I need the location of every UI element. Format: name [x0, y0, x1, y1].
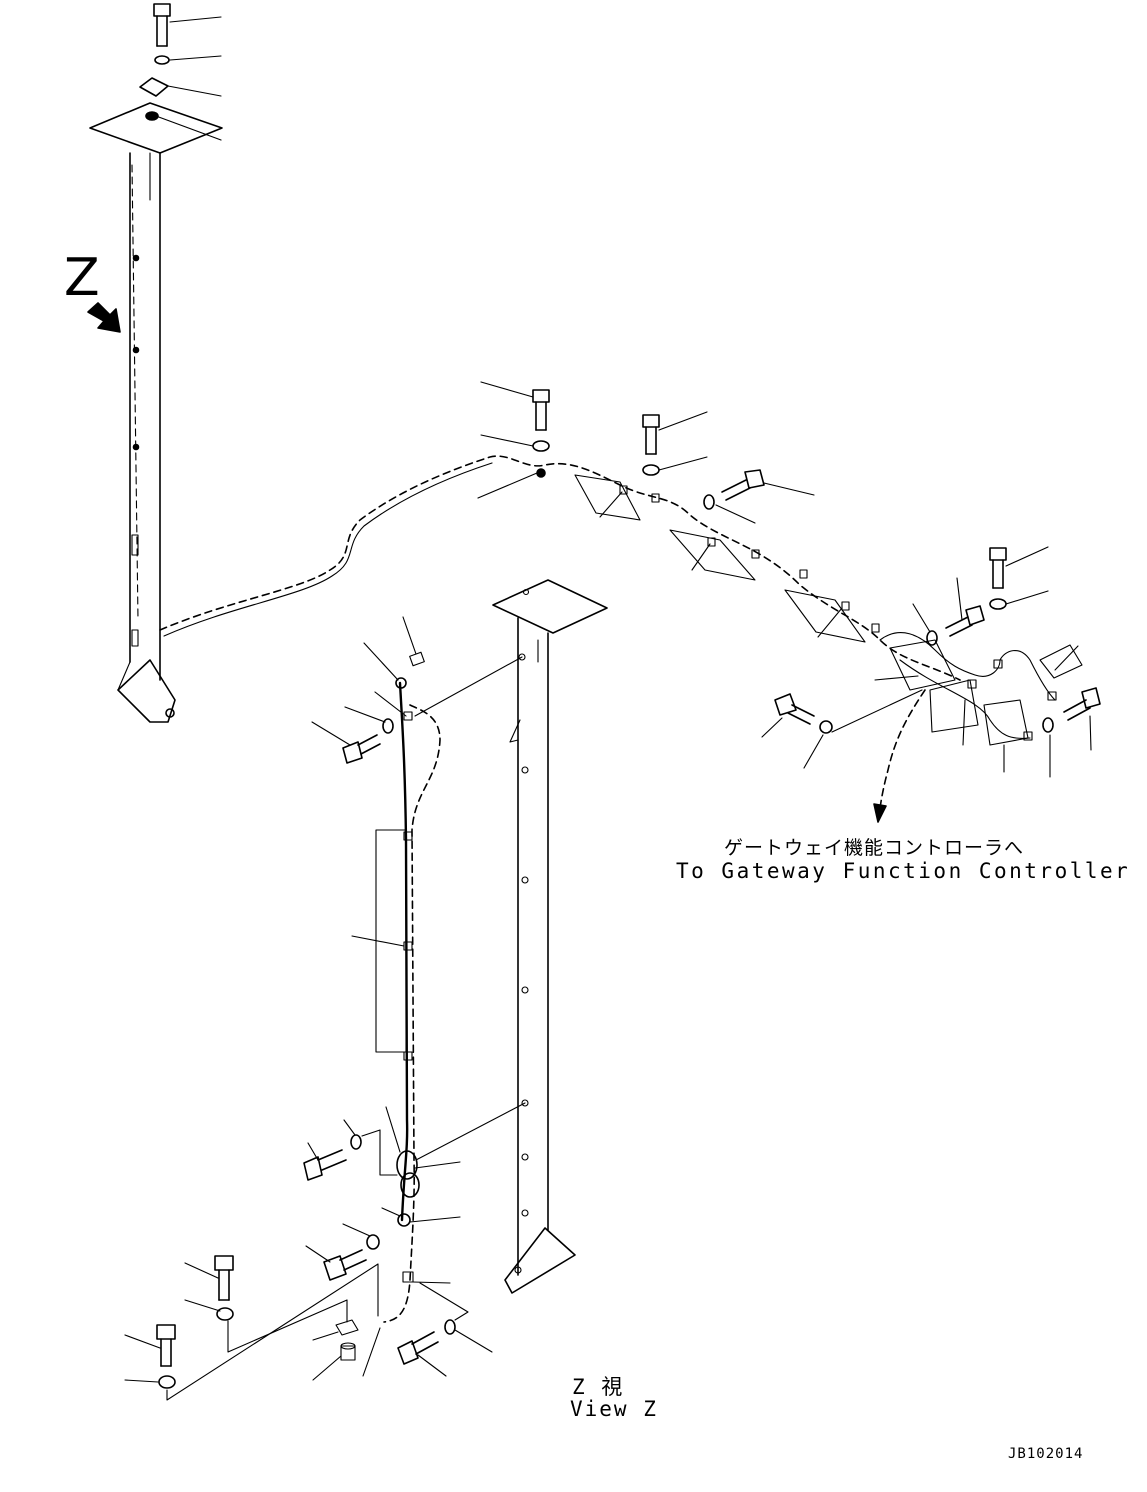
left-pillar-base: [117, 659, 176, 723]
clip-icon: [139, 77, 169, 97]
washer-icon: [989, 598, 1007, 610]
washer-icon: [366, 1234, 380, 1250]
bolt-icon: [156, 1324, 176, 1367]
bolt-icon: [342, 734, 381, 764]
destination-label-japanese: ゲートウェイ機能コントローラへ: [724, 837, 1025, 859]
view-z-marker: Z: [64, 248, 100, 308]
bolt-icon: [214, 1255, 234, 1301]
bolt-icon: [774, 693, 815, 725]
bolt-icon: [642, 414, 660, 455]
pillar-icon: [414, 579, 608, 1294]
bolt-icon: [397, 1331, 439, 1365]
washer-icon: [158, 1375, 176, 1389]
washer-icon: [642, 464, 660, 476]
washer-icon: [154, 55, 170, 65]
washer-icon: [444, 1319, 456, 1335]
washer-icon: [1042, 717, 1054, 733]
left-pillar: [89, 102, 223, 723]
left-pillar-top-plate: [89, 102, 223, 154]
clip-icon: [784, 589, 866, 643]
washer-icon: [819, 720, 833, 734]
washer-icon: [382, 718, 394, 734]
destination-label-english: To Gateway Function Controller: [676, 859, 1131, 883]
clip-icon: [574, 474, 641, 521]
washer-icon: [350, 1134, 362, 1150]
washer-icon: [216, 1307, 234, 1321]
harness-icon: [375, 651, 441, 1323]
drawing-code: JB102014: [1008, 1446, 1084, 1462]
bolt-icon: [303, 1149, 347, 1181]
bolt-icon: [153, 3, 171, 47]
bolt-icon: [945, 605, 985, 637]
clip-icon: [669, 529, 756, 581]
bolt-icon: [532, 389, 550, 431]
bolt-icon: [1063, 687, 1101, 721]
bolt-icon: [721, 469, 765, 501]
harness-icon: [159, 455, 961, 681]
view-caption-japanese: Z 視: [572, 1375, 625, 1399]
washer-icon: [532, 440, 550, 452]
direction-arrow-icon: [87, 302, 121, 333]
washer-icon: [703, 494, 715, 510]
view-caption-english: View Z: [570, 1397, 658, 1421]
washer-icon: [926, 630, 938, 646]
harness-icon: [879, 689, 926, 809]
bolt-icon: [989, 547, 1007, 589]
